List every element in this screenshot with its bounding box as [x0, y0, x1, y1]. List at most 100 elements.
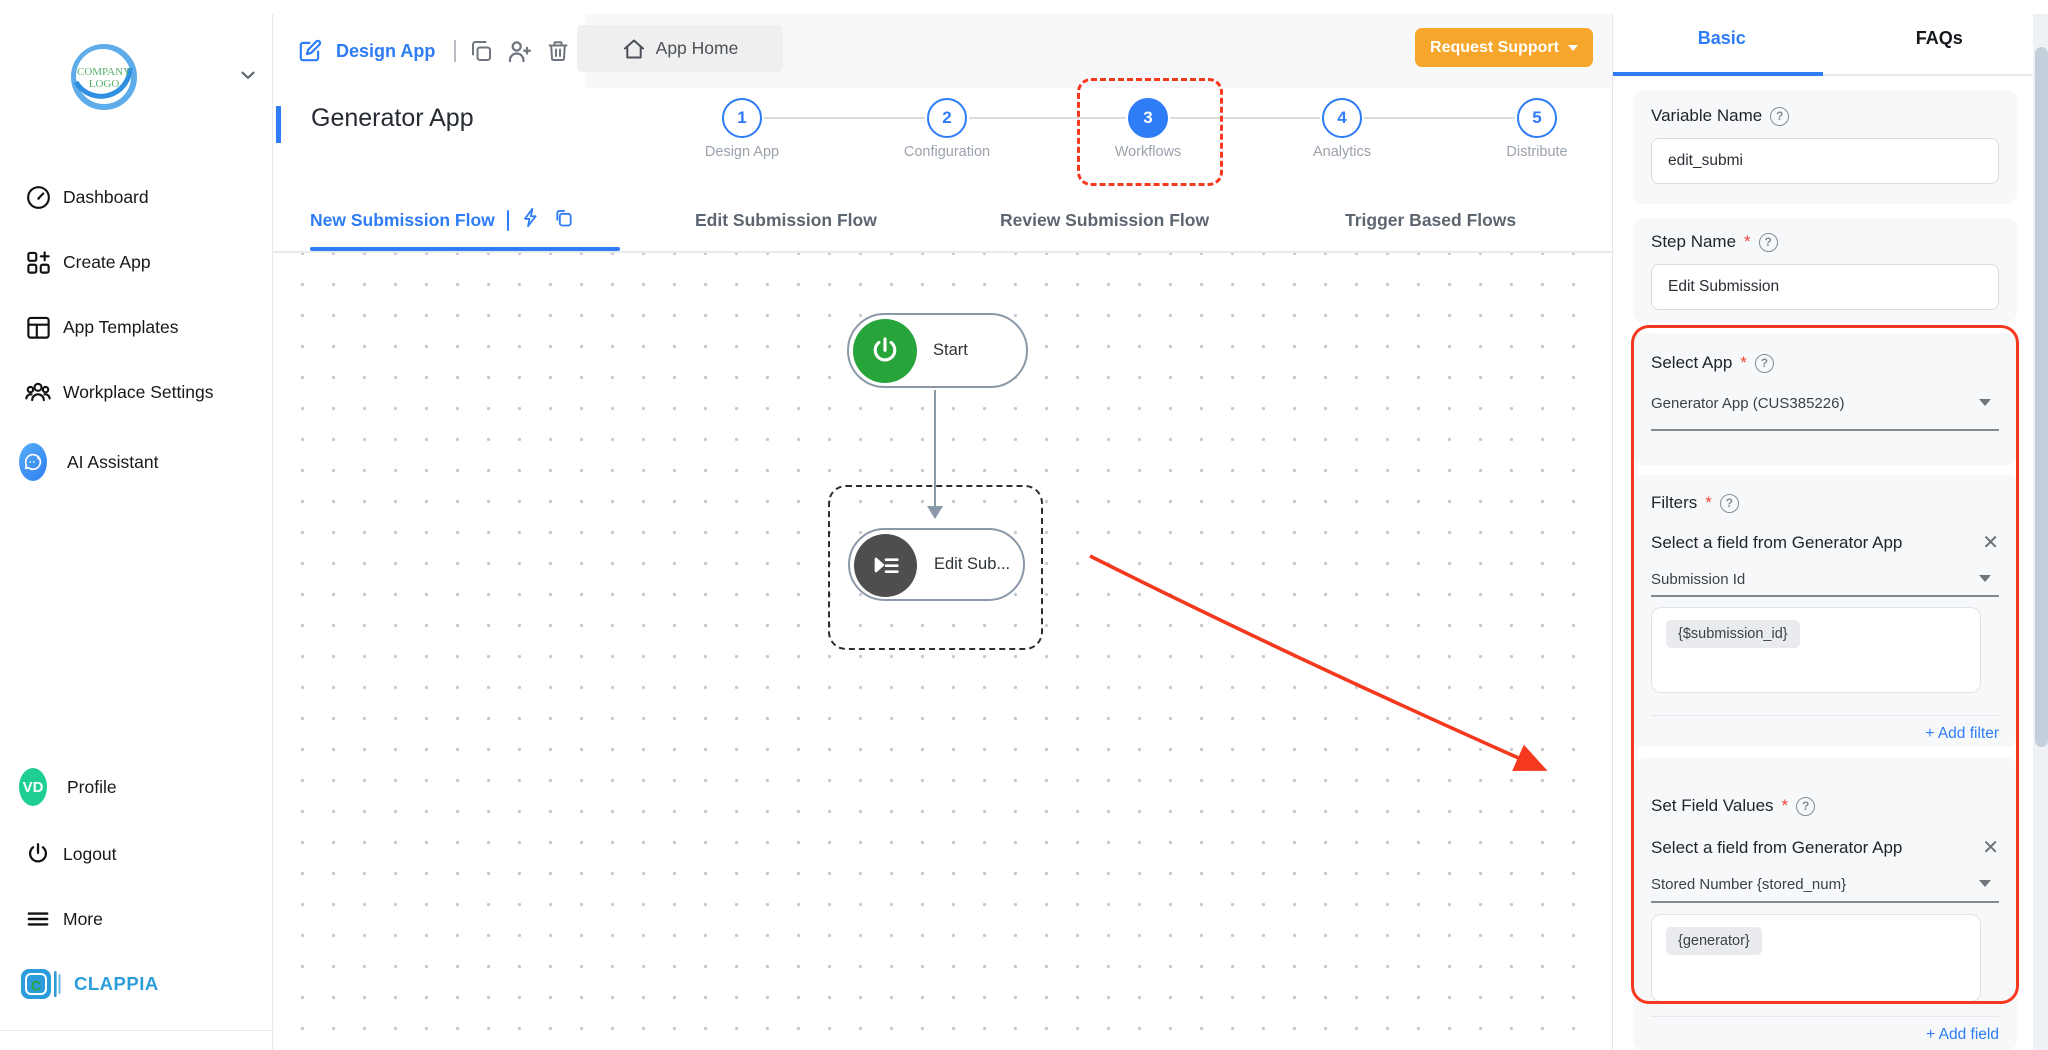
people-icon [24, 378, 52, 406]
help-icon[interactable]: ? [1796, 796, 1816, 816]
step-2-circle[interactable]: 2 [927, 98, 967, 138]
workspace-chevron-down-icon[interactable] [237, 64, 259, 91]
tab-basic[interactable]: Basic [1697, 28, 1746, 48]
basic-tab-underline [1613, 72, 1823, 76]
sidebar-item-more[interactable]: More [0, 900, 273, 938]
required-mark: * [1705, 493, 1712, 512]
filters-field-dropdown[interactable]: Submission Id [1651, 571, 1999, 589]
help-icon[interactable]: ? [1770, 106, 1790, 126]
copy-flow-icon[interactable] [554, 207, 574, 234]
field-value-box[interactable]: {generator} [1651, 914, 1981, 1002]
field-label: Set Field Values [1651, 796, 1774, 815]
help-icon[interactable]: ? [1754, 353, 1774, 373]
field-label: Variable Name [1651, 106, 1763, 125]
page-title: Generator App [311, 104, 474, 132]
clappia-logo[interactable]: C CLAPPIA [20, 966, 159, 1002]
required-mark: * [1744, 232, 1751, 251]
tab-edit-submission-flow[interactable]: Edit Submission Flow [695, 210, 877, 230]
start-node-label: Start [933, 341, 968, 359]
step-connector [1364, 117, 1515, 119]
step-name-input[interactable] [1651, 264, 1999, 310]
edit-submission-node[interactable]: Edit Sub... [848, 528, 1025, 601]
tab-review-submission-flow[interactable]: Review Submission Flow [1000, 210, 1210, 230]
select-app-card: Select App * ? Generator App (CUS385226) [1633, 333, 2017, 465]
panel-scrollbar-thumb[interactable] [2034, 47, 2048, 747]
dropdown-caret-icon [1979, 399, 1991, 406]
clappia-icon: C [21, 969, 61, 999]
add-user-icon[interactable] [506, 38, 533, 65]
dropdown-underline [1651, 901, 1999, 903]
sidebar-item-workplace-settings[interactable]: Workplace Settings [0, 373, 273, 411]
close-icon[interactable]: ✕ [1982, 837, 1999, 859]
select-app-dropdown[interactable]: Generator App (CUS385226) [1651, 395, 1999, 413]
sidebar-item-app-templates[interactable]: App Templates [0, 308, 273, 346]
close-icon[interactable]: ✕ [1982, 532, 1999, 554]
tab-label: New Submission Flow [310, 209, 495, 230]
tab-trigger-based-flows[interactable]: Trigger Based Flows [1345, 210, 1517, 230]
gauge-icon [24, 183, 52, 211]
company-logo[interactable]: COMPANY LOGO [64, 38, 144, 123]
sidebar-item-dashboard[interactable]: Dashboard [0, 178, 273, 216]
hamburger-icon [24, 905, 52, 933]
step-1-label: Design App [704, 144, 780, 160]
dropdown-value: Generator App (CUS385226) [1651, 395, 1845, 412]
tab-faqs[interactable]: FAQs [1915, 28, 1963, 48]
logo-text-2: LOGO [89, 78, 120, 90]
field-sublabel: Select a field from Generator App [1651, 838, 1903, 857]
copy-app-icon[interactable] [469, 39, 493, 63]
design-toolbar: Design App [273, 14, 585, 88]
app-home-button[interactable]: App Home [577, 25, 783, 72]
logo-text-1: COMPANY [77, 66, 131, 78]
flow-tabs: New Submission Flow Edit Submission Flow… [273, 196, 1612, 253]
layout-icon [24, 313, 52, 341]
dropdown-value: Stored Number {stored_num} [1651, 876, 1847, 893]
field-label: Filters [1651, 493, 1698, 512]
sidebar-item-ai-assistant[interactable]: AI Assistant [0, 440, 273, 484]
sidebar-divider [0, 1030, 273, 1031]
request-support-label: Request Support [1430, 38, 1559, 56]
set-field-values-field-row: Select a field from Generator App ✕ [1651, 838, 1999, 858]
step-4-circle[interactable]: 4 [1322, 98, 1362, 138]
top-gradient-bar [0, 0, 2048, 14]
edit-square-icon[interactable] [297, 38, 323, 64]
tab-new-submission-flow[interactable]: New Submission Flow [310, 206, 574, 234]
variable-name-card: Variable Name ? [1633, 90, 2017, 204]
request-support-button[interactable]: Request Support [1415, 28, 1593, 67]
filter-value-box[interactable]: {$submission_id} [1651, 607, 1981, 693]
svg-text:C: C [31, 978, 41, 994]
sidebar-item-label: App Templates [63, 316, 179, 337]
start-node[interactable]: Start [847, 313, 1028, 388]
power-icon [853, 318, 917, 383]
add-field-link[interactable]: + Add field [1926, 1026, 1999, 1043]
step-3-circle[interactable]: 3 [1128, 98, 1168, 138]
set-field-values-dropdown[interactable]: Stored Number {stored_num} [1651, 876, 1999, 894]
workflow-canvas[interactable]: Start Edit Sub... [273, 253, 1600, 1050]
trash-icon[interactable] [546, 39, 570, 63]
edit-node-label: Edit Sub... [934, 555, 1011, 573]
step-2-label: Configuration [903, 144, 991, 160]
sidebar-item-label: Workplace Settings [63, 381, 214, 402]
card-divider [1651, 1016, 1999, 1017]
step-name-label-row: Step Name * ? [1651, 232, 1778, 252]
variable-name-input[interactable] [1651, 138, 1999, 184]
sidebar-item-create-app[interactable]: Create App [0, 243, 273, 281]
dropdown-value: Submission Id [1651, 571, 1746, 588]
sidebar-item-profile[interactable]: VD Profile [0, 765, 273, 809]
edit-submission-icon [854, 533, 917, 597]
design-app-link[interactable]: Design App [336, 40, 436, 61]
panel-scrollbar-track[interactable] [2033, 14, 2048, 1050]
step-1-circle[interactable]: 1 [722, 98, 762, 138]
dropdown-caret-icon [1979, 575, 1991, 582]
help-icon[interactable]: ? [1758, 232, 1778, 252]
step-5-label: Distribute [1506, 144, 1568, 160]
app-home-label: App Home [655, 38, 739, 58]
step-name-card: Step Name * ? [1633, 218, 2017, 322]
home-icon [623, 39, 644, 58]
select-app-label-row: Select App * ? [1651, 353, 1774, 373]
step-5-circle[interactable]: 5 [1517, 98, 1557, 138]
help-icon[interactable]: ? [1719, 493, 1739, 513]
add-filter-link[interactable]: + Add filter [1925, 725, 1999, 742]
lightning-icon[interactable] [521, 206, 542, 234]
field-sublabel: Select a field from Generator App [1651, 533, 1903, 552]
sidebar-item-logout[interactable]: Logout [0, 835, 273, 873]
